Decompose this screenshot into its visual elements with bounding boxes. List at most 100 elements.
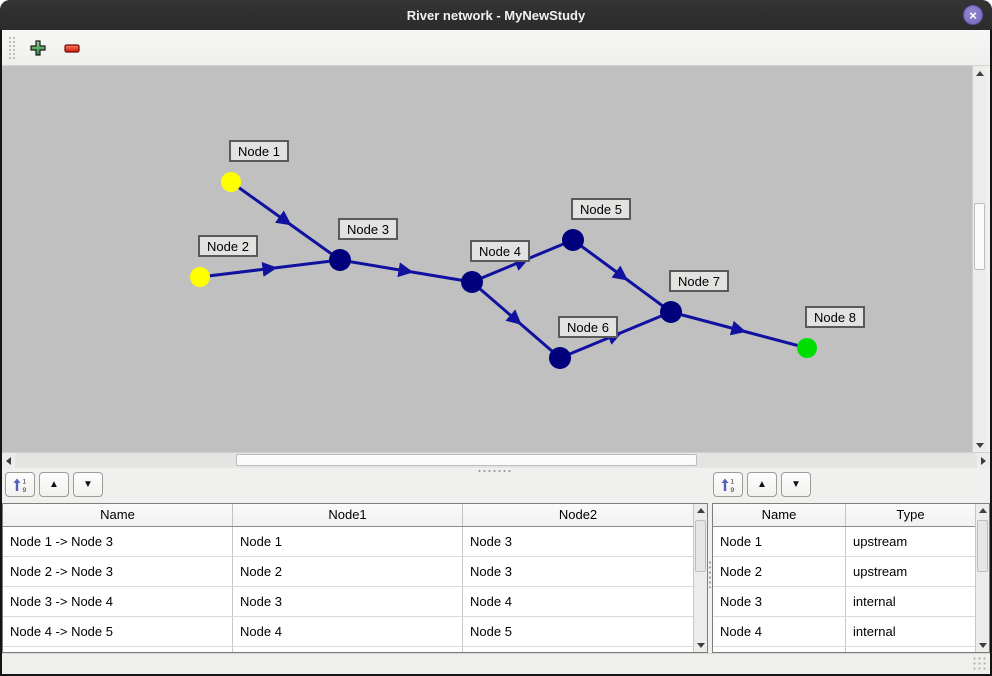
graph-node[interactable]: [562, 229, 584, 251]
node-label[interactable]: Node 4: [470, 240, 530, 262]
table-cell: Node 2: [713, 557, 846, 586]
graph-node[interactable]: [660, 301, 682, 323]
canvas-horizontal-scrollbar[interactable]: [2, 452, 990, 468]
graph-node[interactable]: [221, 172, 241, 192]
toolbar-drag-handle[interactable]: [8, 35, 16, 60]
column-header[interactable]: Name: [3, 504, 233, 526]
river-branch-edge[interactable]: [572, 238, 672, 314]
scroll-down-button[interactable]: [973, 438, 986, 452]
main-toolbar: [2, 30, 990, 66]
table-cell: Node 2: [233, 557, 463, 586]
scroll-up-button[interactable]: [694, 504, 707, 517]
table-cell: Node 5: [470, 624, 512, 639]
scroll-right-button[interactable]: [977, 453, 990, 468]
red-minus-icon: [64, 43, 80, 53]
node-label[interactable]: Node 7: [669, 270, 729, 292]
green-plus-icon: [30, 39, 46, 56]
table-cell: Node 4: [470, 594, 512, 609]
graph-node[interactable]: [549, 347, 571, 369]
title-bar: River network - MyNewStudy ×: [0, 0, 992, 30]
node-table-scrollbar[interactable]: [975, 504, 989, 652]
table-cell: [463, 647, 693, 652]
table-row[interactable]: [713, 647, 975, 652]
move-down-button[interactable]: ▼: [781, 472, 811, 497]
svg-text:1: 1: [23, 478, 27, 485]
table-row[interactable]: Node 2 upstream: [713, 557, 975, 587]
scrollbar-thumb[interactable]: [695, 520, 706, 572]
table-cell: upstream: [853, 564, 908, 579]
table-cell: Node 3: [470, 564, 512, 579]
column-header[interactable]: Name: [713, 504, 846, 526]
table-cell: Node 1 -> Node 3: [3, 527, 233, 556]
add-branch-button[interactable]: [26, 36, 50, 60]
river-branch-edge[interactable]: [670, 310, 808, 350]
graph-node[interactable]: [461, 271, 483, 293]
remove-branch-button[interactable]: [60, 36, 84, 60]
column-header[interactable]: Node2: [558, 507, 598, 522]
scroll-down-button[interactable]: [694, 639, 707, 652]
sort-ascending-icon: 1 9: [13, 478, 27, 493]
table-row[interactable]: [3, 647, 693, 652]
resize-grip[interactable]: [972, 656, 986, 670]
move-up-icon: ▲: [49, 479, 59, 490]
river-network-canvas[interactable]: Node 1 Node 2 Node 3 Node 4 Node 5 Node 6 Node…: [2, 66, 972, 452]
branch-table-scrollbar[interactable]: [693, 504, 707, 652]
node-label[interactable]: Node 5: [571, 198, 631, 220]
river-branch-edge[interactable]: [471, 280, 561, 360]
table-cell: internal: [853, 624, 896, 639]
table-cell: [713, 647, 846, 652]
scrollbar-thumb[interactable]: [974, 203, 985, 270]
move-up-button[interactable]: ▲: [747, 472, 777, 497]
move-down-icon: ▼: [83, 479, 93, 490]
river-branch-edge[interactable]: [230, 180, 341, 262]
scroll-down-button[interactable]: [976, 639, 989, 652]
table-cell: [3, 647, 233, 652]
column-header[interactable]: Type: [896, 507, 925, 522]
node-label[interactable]: Node 1: [229, 140, 289, 162]
table-row[interactable]: Node 4 internal: [713, 617, 975, 647]
table-cell: [233, 647, 463, 652]
scroll-up-button[interactable]: [973, 66, 986, 80]
river-branch-edge[interactable]: [339, 258, 473, 284]
scrollbar-thumb[interactable]: [236, 454, 697, 466]
move-up-button[interactable]: ▲: [39, 472, 69, 497]
close-icon: ×: [969, 7, 977, 23]
node-label[interactable]: Node 2: [198, 235, 258, 257]
right-arrow-icon: [981, 456, 986, 465]
node-label[interactable]: Node 6: [558, 316, 618, 338]
network-graph: [190, 172, 817, 369]
scrollbar-thumb[interactable]: [977, 520, 988, 572]
node-label[interactable]: Node 3: [338, 218, 398, 240]
sort-button[interactable]: 1 9: [5, 472, 35, 497]
graph-node[interactable]: [190, 267, 210, 287]
graph-node[interactable]: [329, 249, 351, 271]
down-arrow-icon: [975, 442, 984, 448]
scroll-up-button[interactable]: [976, 504, 989, 517]
table-cell: Node 1: [713, 527, 846, 556]
window-title: River network - MyNewStudy: [406, 7, 586, 23]
canvas-vertical-scrollbar[interactable]: [972, 66, 986, 452]
close-button[interactable]: ×: [963, 5, 983, 25]
node-table-header: Name Type: [713, 504, 975, 527]
node-label[interactable]: Node 8: [805, 306, 865, 328]
table-cell: internal: [853, 594, 896, 609]
pane-splitter-handle[interactable]: [477, 469, 513, 473]
column-header[interactable]: Node1: [233, 504, 463, 526]
graph-node[interactable]: [797, 338, 817, 358]
sort-button[interactable]: 1 9: [713, 472, 743, 497]
branch-table-toolbar: 1 9 ▲ ▼: [5, 472, 103, 498]
move-down-button[interactable]: ▼: [73, 472, 103, 497]
scroll-left-button[interactable]: [2, 453, 15, 468]
svg-text:9: 9: [731, 487, 735, 493]
table-splitter-handle[interactable]: [708, 560, 712, 588]
river-branch-edge[interactable]: [199, 258, 341, 279]
node-table-toolbar: 1 9 ▲ ▼: [713, 472, 811, 498]
table-cell: Node 4: [713, 617, 846, 646]
up-arrow-icon: [696, 508, 705, 513]
